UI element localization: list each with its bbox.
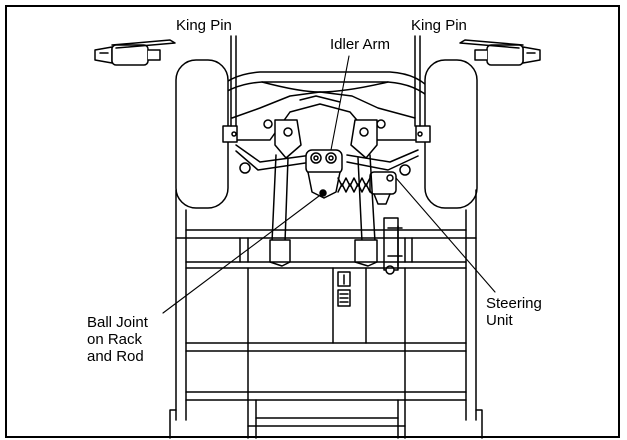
- grease-gun-icon: [94, 39, 176, 66]
- label-idler-arm: Idler Arm: [330, 36, 391, 53]
- front-axle-housing: [231, 91, 416, 141]
- tie-rod-left: [235, 144, 313, 174]
- tie-rod-right: [346, 149, 419, 176]
- steering-column: [383, 217, 403, 275]
- mount-bracket-left: [274, 119, 302, 159]
- idler-arm: [305, 149, 343, 199]
- diagram-frame: [5, 5, 620, 438]
- label-ball-joint: Ball Joint on Rack and Rod: [87, 314, 148, 365]
- left-tire: [175, 59, 238, 209]
- right-tire: [415, 59, 478, 209]
- frame-rails: [269, 154, 378, 267]
- center-console: [332, 267, 367, 344]
- mount-bracket-right: [350, 119, 378, 159]
- front-bumper: [214, 71, 433, 101]
- steering-unit: [337, 171, 397, 205]
- grease-gun-icon: [459, 39, 541, 66]
- chassis-frame: [169, 189, 483, 439]
- label-king-pin-right: King Pin: [411, 17, 467, 34]
- leader-lines: [162, 55, 496, 314]
- label-steering-unit: Steering Unit: [486, 295, 542, 329]
- label-king-pin-left: King Pin: [176, 17, 232, 34]
